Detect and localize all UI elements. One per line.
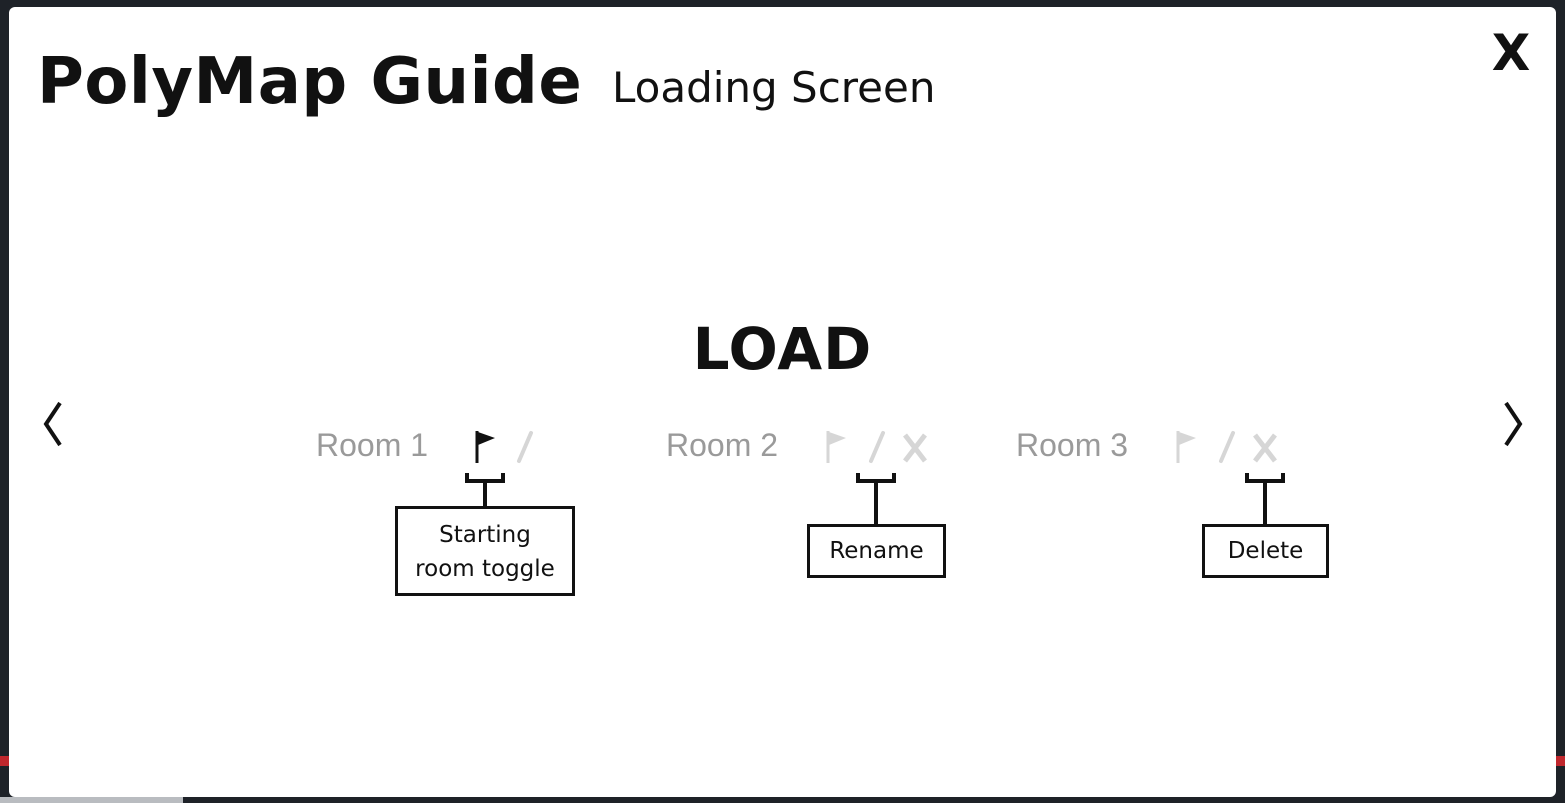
flag-icon xyxy=(1176,431,1196,463)
chevron-right-icon xyxy=(1504,401,1523,447)
room-2-rename-button[interactable] xyxy=(866,429,888,469)
rename-bracket xyxy=(856,473,896,527)
guide-title: PolyMap Guide xyxy=(37,45,583,119)
flag-icon xyxy=(826,431,846,463)
delete-icon xyxy=(1253,433,1277,463)
background-accent-left xyxy=(0,756,9,766)
pencil-icon xyxy=(869,431,885,463)
background-bar xyxy=(0,797,183,803)
delete-icon xyxy=(903,433,927,463)
room-3-rename-button[interactable] xyxy=(1216,429,1238,469)
prev-page-button[interactable] xyxy=(39,397,69,447)
background-accent xyxy=(1548,756,1565,766)
room-3-starting-toggle[interactable] xyxy=(1174,429,1200,469)
room-2-starting-toggle[interactable] xyxy=(824,429,850,469)
room-1-starting-toggle[interactable] xyxy=(473,429,499,469)
room-2-load[interactable]: Room 2 xyxy=(666,427,779,463)
close-button[interactable]: X xyxy=(1491,24,1531,82)
callout-line: Starting xyxy=(439,522,531,548)
delete-callout: Delete xyxy=(1202,524,1329,578)
room-3-delete-button[interactable] xyxy=(1252,429,1278,469)
load-heading: LOAD xyxy=(692,315,873,383)
callout-line: room toggle xyxy=(415,556,555,582)
room-3-load[interactable]: Room 3 xyxy=(1016,427,1129,463)
room-2-delete-button[interactable] xyxy=(902,429,928,469)
flag-icon xyxy=(475,431,495,463)
starting-toggle-bracket xyxy=(465,473,505,509)
starting-toggle-callout: Starting room toggle xyxy=(395,506,575,596)
chevron-left-icon xyxy=(43,401,62,447)
room-1-load[interactable]: Room 1 xyxy=(316,427,429,463)
next-page-button[interactable] xyxy=(1497,397,1527,447)
guide-modal: PolyMap Guide Loading Screen X LOAD Room… xyxy=(9,7,1556,797)
pencil-icon xyxy=(517,431,533,463)
delete-bracket xyxy=(1245,473,1285,527)
pencil-icon xyxy=(1219,431,1235,463)
rename-callout: Rename xyxy=(807,524,946,578)
room-1-rename-button[interactable] xyxy=(514,429,536,469)
guide-subtitle: Loading Screen xyxy=(612,63,936,112)
